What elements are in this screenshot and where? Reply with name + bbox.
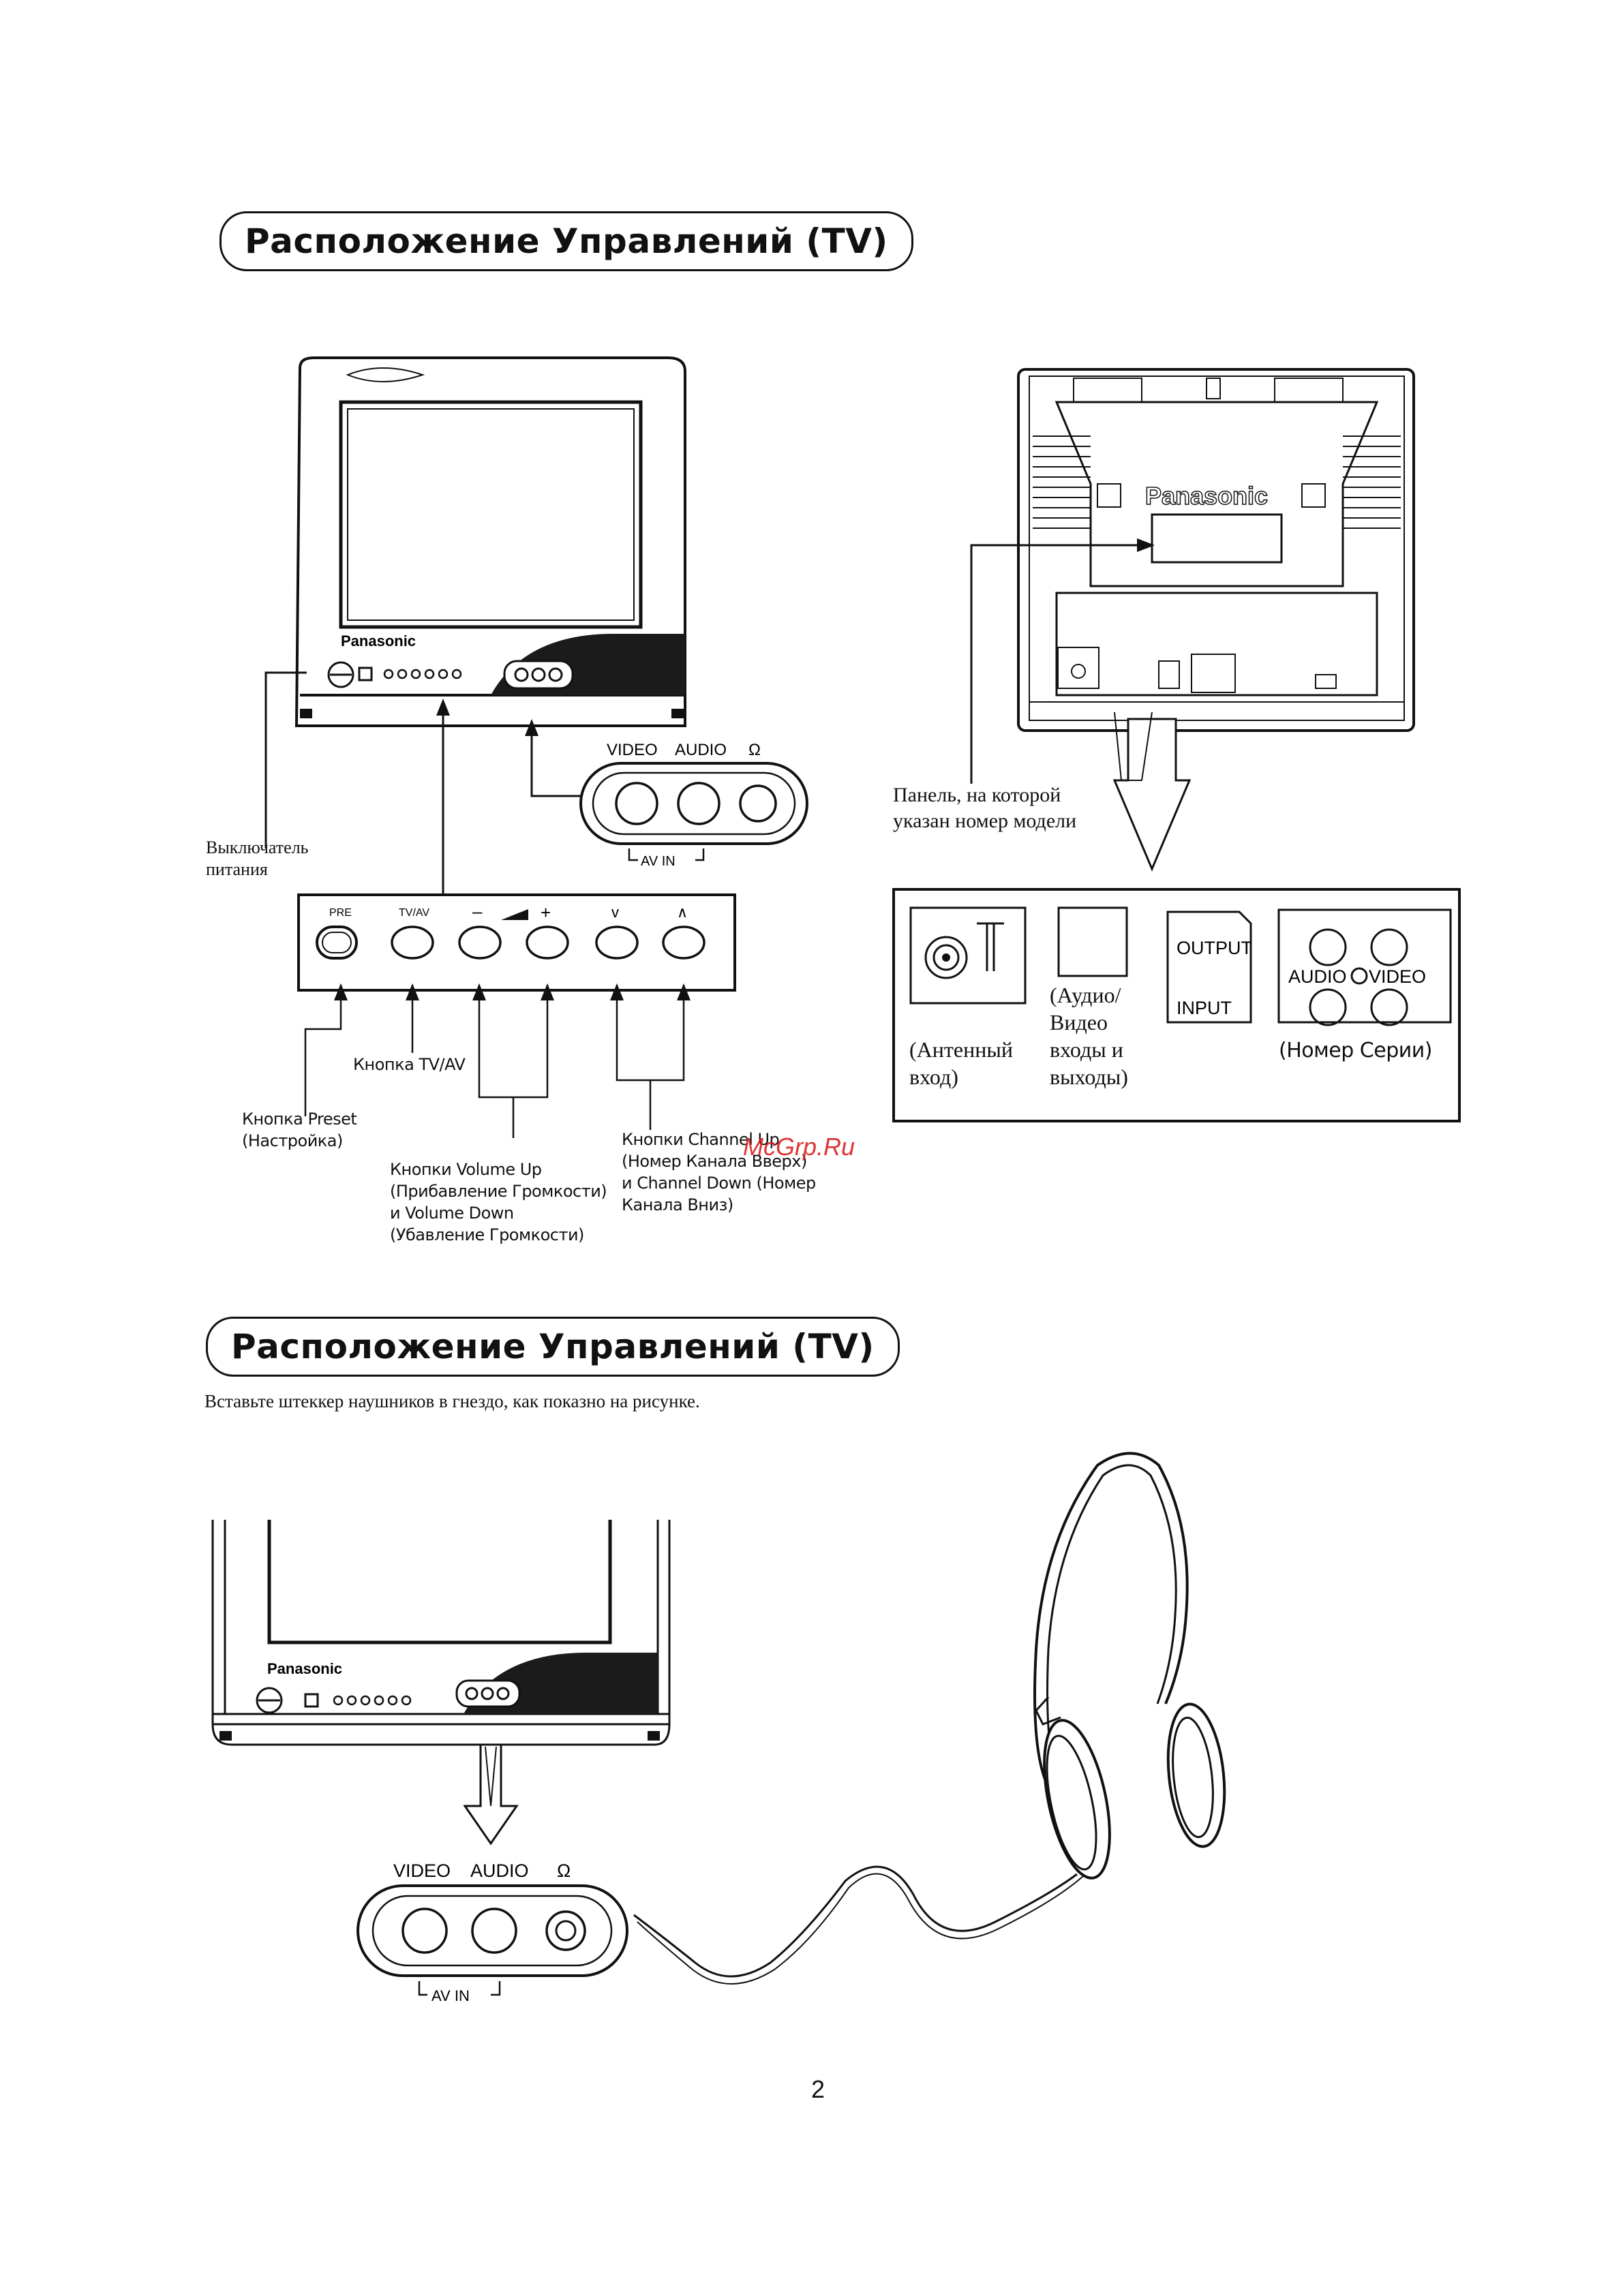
- label-av-line4: выходы): [1050, 1065, 1128, 1089]
- label-power-switch: Выключатель питания: [206, 837, 309, 881]
- rear-input-label: INPUT: [1177, 998, 1232, 1018]
- ctrl-plus-label: +: [541, 902, 551, 923]
- label-antenna-line1: (Антенный: [909, 1037, 1013, 1062]
- rear-pointer-lines: [970, 538, 1192, 872]
- label-volume-line3: и Volume Down: [390, 1204, 514, 1223]
- front-tv-partial-brand: Panasonic: [267, 1660, 342, 1677]
- av-panel-section1: VIDEO AUDIO Ω AV IN: [579, 741, 808, 869]
- label-volume-line4: (Убавление Громкости): [390, 1225, 584, 1244]
- av2-phones-label: Ω: [557, 1861, 571, 1881]
- av2-in-label: AV IN: [431, 1987, 470, 2004]
- instruction-text: Вставьте штеккер наушников в гнездо, как…: [204, 1391, 700, 1411]
- section-title-text: Расположение Управлений (TV): [245, 221, 888, 261]
- ctrl-down-label: v: [611, 904, 619, 921]
- label-channel-line2: (Номер Канала Вверх): [622, 1152, 807, 1171]
- label-channel-line1: Кнопки Channel Up: [622, 1130, 780, 1149]
- ctrl-up-label: ∧: [677, 904, 688, 921]
- rear-output-label: OUTPUT: [1177, 938, 1252, 958]
- front-tv-illustration: Panasonic: [294, 356, 686, 727]
- ctrl-pre-label: PRE: [329, 907, 352, 919]
- label-model-panel: Панель, на которой указан номер модели: [893, 782, 1076, 834]
- label-tvav-text: Кнопка TV/AV: [353, 1055, 466, 1074]
- label-tvav-button: Кнопка TV/AV: [353, 1054, 466, 1075]
- label-power-line2: питания: [206, 859, 268, 879]
- front-tv-partial-illustration: Panasonic: [211, 1520, 671, 1746]
- rear-tv-illustration: Panasonic: [1017, 368, 1415, 732]
- label-preset-button: Кнопка Preset (Настройка): [242, 1108, 357, 1152]
- section-title-controls: Расположение Управлений (TV): [219, 211, 913, 271]
- av-in-label: AV IN: [641, 854, 676, 869]
- page-number-text: 2: [811, 2075, 825, 2103]
- label-model-line2: указан номер модели: [893, 810, 1077, 832]
- av2-video-label: VIDEO: [393, 1861, 451, 1881]
- label-volume-line2: (Прибавление Громкости): [390, 1182, 607, 1201]
- ctrl-minus-label: –: [472, 901, 483, 921]
- label-antenna-line2: вход): [909, 1065, 958, 1089]
- label-preset-line2: (Настройка): [242, 1131, 343, 1150]
- section2-title-text: Расположение Управлений (TV): [231, 1327, 875, 1366]
- av-audio-label: AUDIO: [675, 741, 727, 759]
- av-panel-section2: VIDEO AUDIO Ω AV IN: [357, 1861, 628, 2004]
- label-channel-line4: Канала Вниз): [622, 1195, 733, 1214]
- rear-audio-label: AUDIO: [1288, 966, 1347, 987]
- label-serial-number: (Номер Серии): [1279, 1040, 1432, 1062]
- label-channel-line3: и Channel Down (Номер: [622, 1174, 816, 1193]
- rear-tv-brand: Panasonic: [1145, 482, 1268, 510]
- label-av-line1: (Аудио/: [1050, 983, 1121, 1007]
- label-volume-buttons: Кнопки Volume Up (Прибавление Громкости)…: [390, 1159, 607, 1246]
- label-volume-line1: Кнопки Volume Up: [390, 1160, 542, 1179]
- label-channel-buttons: Кнопки Channel Up (Номер Канала Вверх) и…: [622, 1129, 816, 1216]
- label-serial-text: (Номер Серии): [1279, 1039, 1432, 1062]
- av-phones-label: Ω: [748, 741, 761, 759]
- ctrl-tvav-label: TV/AV: [399, 907, 429, 919]
- rear-video-label: VIDEO: [1369, 966, 1426, 987]
- connector-lines-front: [264, 671, 596, 898]
- control-panel: PRE TV/AV – + v ∧: [297, 893, 736, 992]
- av-video-label: VIDEO: [607, 741, 658, 759]
- label-model-line1: Панель, на которой: [893, 784, 1061, 806]
- headphones-illustration: [633, 1452, 1226, 1985]
- label-av-line3: входы и: [1050, 1037, 1123, 1062]
- label-power-line1: Выключатель: [206, 838, 309, 857]
- label-av-io: (Аудио/ Видео входы и выходы): [1050, 981, 1128, 1090]
- page-number: 2: [811, 2077, 825, 2102]
- down-arrow: [464, 1743, 519, 1846]
- front-tv-brand: Panasonic: [341, 632, 416, 649]
- watermark: McGrp.Ru: [743, 1133, 855, 1161]
- label-antenna-input: (Антенный вход): [909, 1036, 1013, 1090]
- av2-audio-label: AUDIO: [470, 1861, 529, 1881]
- rear-panel-detail: OUTPUT INPUT AUDIO VIDEO: [892, 888, 1461, 1122]
- section-title-headphones: Расположение Управлений (TV): [206, 1317, 900, 1377]
- label-preset-line1: Кнопка Preset: [242, 1109, 357, 1129]
- headphones-instruction: Вставьте штеккер наушников в гнездо, как…: [204, 1390, 700, 1412]
- label-av-line2: Видео: [1050, 1010, 1108, 1035]
- control-pointer-lines: [304, 983, 691, 1138]
